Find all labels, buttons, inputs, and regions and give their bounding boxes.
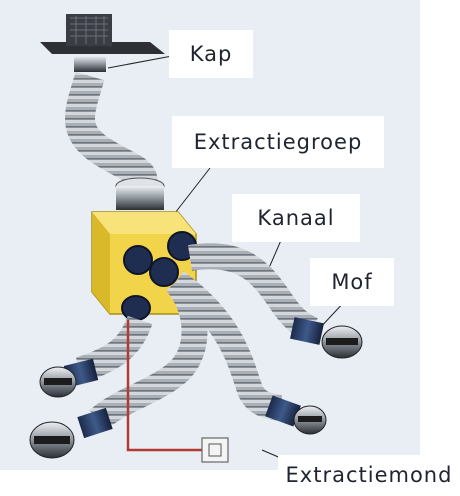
label-kanaal: Kanaal [232, 194, 360, 242]
group-top-outlet [116, 178, 164, 210]
wall-switch [202, 438, 228, 462]
label-extractiegroep: Extractiegroep [172, 116, 384, 168]
label-extractiemond: Extractiemond [278, 455, 460, 496]
label-mof: Mof [310, 258, 394, 306]
label-kap: Kap [169, 30, 253, 78]
